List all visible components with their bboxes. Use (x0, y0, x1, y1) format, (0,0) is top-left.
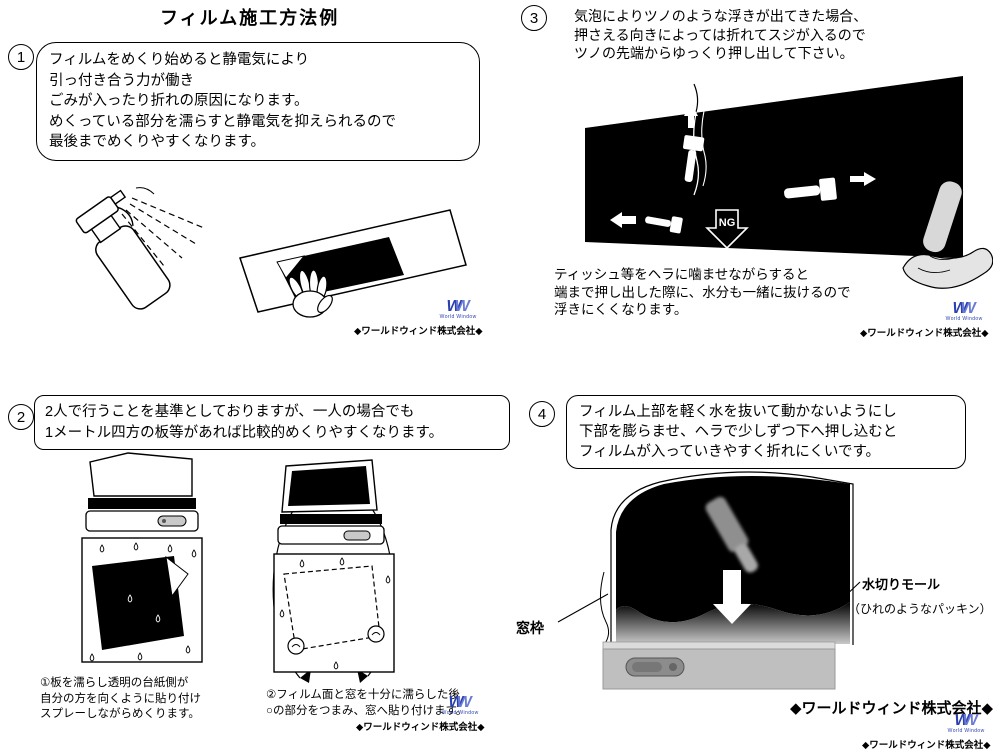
text-line: ○の部分をつまみ、窓へ貼り付けます。 (266, 704, 468, 717)
molding-note-label: （ひれのようなパッキン） (848, 602, 992, 616)
step-2-instructions: 2人で行うことを基準としておりますが、一人の場合でも 1メートル四方の板等があれ… (34, 395, 510, 450)
right-arrow-icon (850, 172, 876, 186)
ng-label: NG (719, 217, 736, 229)
backing-corner (165, 555, 189, 598)
watermark: WW World Window ◆ワールドウィンド株式会社◆ (862, 712, 991, 752)
text-line: 端まで押し出した際に、水分も一緒に抜けるので (554, 284, 851, 300)
window-glass-outline (610, 471, 854, 645)
text-line: フィルムをめくり始めると静電気により (49, 52, 310, 68)
window-frame-label: 窓枠 (516, 620, 544, 636)
company-name: ◆ワールドウィンド株式会社◆ (354, 326, 483, 337)
wet-board (273, 553, 395, 673)
company-name: ◆ワールドウィンド株式会社◆ (860, 328, 989, 339)
logo-subtext: World Window (439, 314, 477, 320)
step-1-digit: 1 (16, 48, 26, 66)
film-board (239, 209, 467, 313)
step-4-number: 4 (529, 401, 555, 427)
text-line: 押さえる向きによっては折れてスジが入るので (574, 26, 866, 43)
logo-subtext: World Window (947, 728, 985, 734)
step-2-number: 2 (8, 404, 34, 430)
world-window-logo-icon: WW World Window (947, 712, 985, 735)
spray-and-peel-illustration (75, 187, 467, 318)
company-name: ◆ワールドウィンド株式会社◆ (862, 740, 991, 751)
watermark: WW World Window ◆ワールドウィンド株式会社◆ (860, 300, 989, 340)
grip-circle (367, 625, 385, 643)
window-panel-applied (277, 459, 385, 545)
text-line: 自分の方を向くように貼り付け (40, 692, 201, 705)
door-handle-icon (157, 515, 187, 527)
down-arrow-icon (713, 570, 751, 624)
text-line: ②フィルム面と窓を十分に濡らした後 (266, 689, 460, 701)
text-line: ティッシュ等をヘラに噛ませながらすると (554, 267, 810, 282)
window-panel (85, 452, 199, 532)
car-door-illustration (557, 471, 861, 690)
company-name-bold: ◆ワールドウィンド株式会社◆ (790, 700, 994, 717)
spray-bottle-icon (75, 189, 171, 310)
step-4-digit: 4 (537, 405, 547, 423)
film-sheet (92, 556, 184, 650)
squeegee-right-icon (784, 172, 876, 201)
step-4-instructions: フィルム上部を軽く水を抜いて動かないようにし 下部を膨らませ、ヘラで少しずつ下へ… (566, 395, 966, 469)
text-line: 2人で行うことを基準としておりますが、一人の場合でも (45, 404, 415, 420)
dashed-film-outline (283, 565, 381, 651)
step-3-note: ティッシュ等をヘラに噛ませながらすると 端まで押し出した際に、水分も一緒に抜ける… (554, 266, 851, 319)
door-handle-icon (343, 530, 371, 541)
text-line: 1メートル四方の板等があれば比較的めくりやすくなります。 (45, 424, 444, 441)
window-frame-edge (600, 571, 610, 646)
bubble-pushing-illustration: NG (585, 76, 993, 289)
squeegee-up-icon (683, 102, 705, 182)
squeegee-blur-icon (705, 496, 758, 573)
logo-subtext: World Window (441, 710, 479, 716)
tinted-window (585, 76, 963, 258)
step-1-instructions: フィルムをめくり始めると静電気により 引っ付き合う力が働き ごみが入ったり折れの… (36, 42, 480, 161)
leader-line-window-frame (557, 593, 609, 623)
left-arrow-icon (610, 212, 636, 228)
step-3-instructions: 気泡によりツノのような浮きが出てきた場合、 押さえる向きによっては折れてスジが入… (574, 7, 867, 63)
step-1-number: 1 (8, 44, 34, 70)
world-window-logo-icon: WW World Window (945, 300, 983, 323)
text-line: ツノの先端からゆっくり押し出して下さい。 (574, 45, 854, 61)
leader-line-molding (841, 581, 861, 600)
board-peel-illustration (81, 452, 203, 663)
text-line: 気泡によりツノのような浮きが出てきた場合、 (574, 8, 868, 24)
flip-and-apply-illustration (272, 459, 395, 683)
text-line: ①板を濡らし透明の台紙側が (40, 677, 189, 689)
text-line: フィルムが入っていきやすく折れにくいです。 (579, 444, 881, 460)
up-arrow-icon (684, 102, 698, 128)
film-curl (276, 255, 306, 279)
world-window-logo-icon: WW World Window (439, 298, 477, 321)
ng-arrow-icon: NG (705, 209, 749, 250)
text-line: 浮きにくくなります。 (554, 302, 688, 317)
watermark: WW World Window ◆ワールドウィンド株式会社◆ (354, 298, 483, 338)
grip-circle (287, 637, 305, 655)
spray-mist (121, 187, 205, 267)
molding-label: 水切りモール (862, 577, 941, 592)
step-2-caption-2: ②フィルム面と窓を十分に濡らした後 ○の部分をつまみ、窓へ貼り付けます。 (266, 688, 467, 719)
wrinkle-lines (693, 83, 707, 196)
company-name: ◆ワールドウィンド株式会社◆ (356, 722, 485, 733)
text-line: スプレーしながらめくります。 (40, 708, 200, 720)
text-line: ごみが入ったり折れの原因になります。 (49, 93, 309, 109)
step-2-digit: 2 (16, 408, 26, 426)
text-line: フィルム上部を軽く水を抜いて動かないようにし (579, 404, 897, 420)
squeegee-left-icon (610, 212, 683, 234)
world-window-logo-icon: WW World Window (441, 694, 479, 717)
logo-subtext: World Window (945, 316, 983, 322)
hand-icon (288, 269, 333, 318)
text-line: めくっている部分を濡らすと静電気を抑えられるので (49, 113, 396, 130)
tissue-squeegee-icon (902, 180, 993, 289)
step-3-digit: 3 (529, 9, 539, 27)
page-title: フィルム施工方法例 (160, 8, 340, 28)
film-on-backing-board (81, 537, 203, 663)
step-3-number: 3 (521, 5, 547, 31)
watermark: WW World Window ◆ワールドウィンド株式会社◆ (356, 694, 485, 734)
film-push-band (616, 602, 850, 644)
door-panel (602, 641, 836, 690)
text-line: 最後までめくりやすくなります。 (49, 134, 266, 150)
step-2-caption-1: ①板を濡らし透明の台紙側が 自分の方を向くように貼り付け スプレーしながらめくり… (40, 676, 201, 723)
applied-film (288, 466, 370, 506)
text-line: 引っ付き合う力が働き (49, 72, 194, 89)
text-line: 下部を膨らませ、ヘラで少しずつ下へ押し込むと (579, 424, 898, 440)
